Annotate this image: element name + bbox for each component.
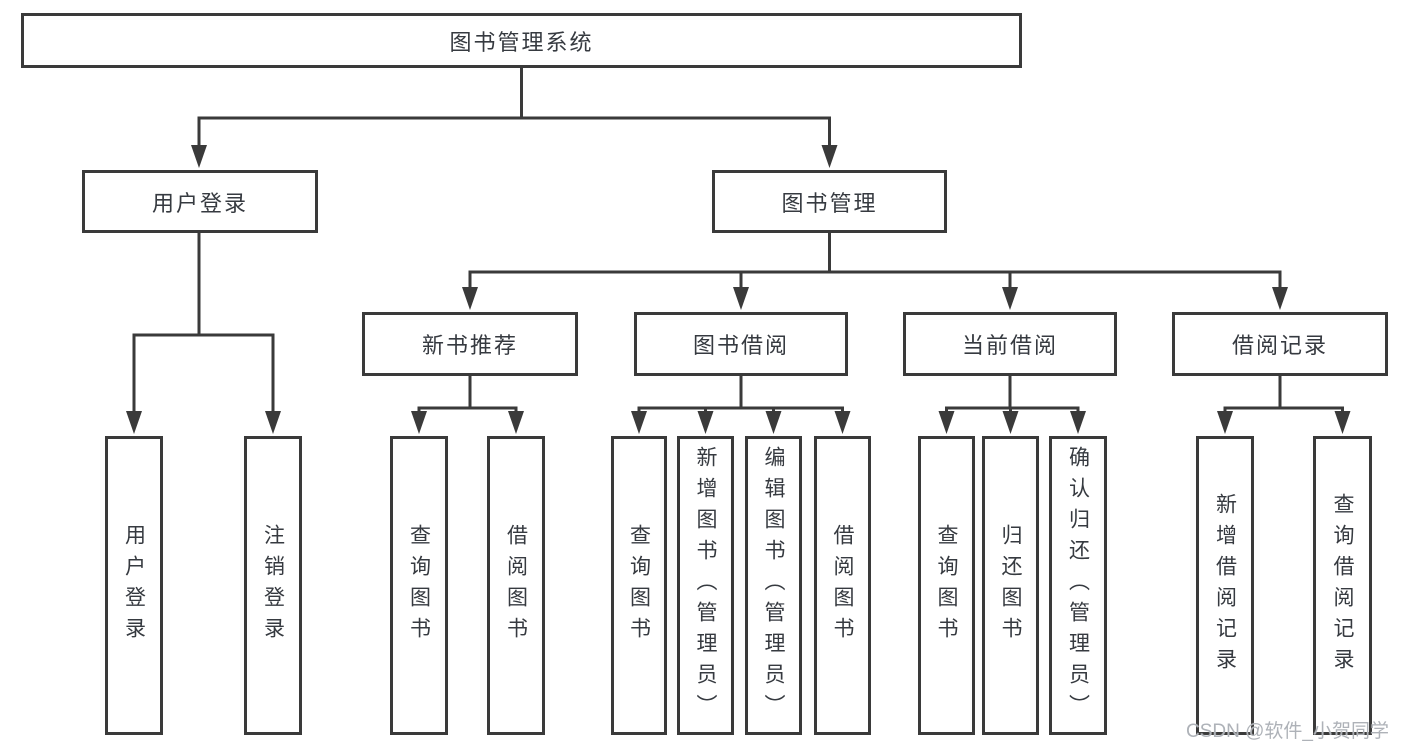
leaf-query-books-borrow: 查询图书 <box>611 436 667 735</box>
leaf-edit-book-admin-label: 编辑图书（管理员） <box>762 446 785 725</box>
leaf-add-book-admin: 新增图书（管理员） <box>677 436 734 735</box>
leaf-query-books-current-label: 查询图书 <box>935 523 958 648</box>
node-new-book-recommend: 新书推荐 <box>362 312 578 376</box>
node-book-borrow: 图书借阅 <box>634 312 848 376</box>
leaf-add-borrow-record-label: 新增借阅记录 <box>1213 492 1237 679</box>
leaf-user-login-label: 用户登录 <box>122 523 146 648</box>
watermark: CSDN @软件_小贺同学 <box>1186 721 1389 742</box>
node-borrow-records: 借阅记录 <box>1172 312 1388 376</box>
leaf-return-book-label: 归还图书 <box>999 523 1022 648</box>
leaf-confirm-return-admin-label: 确认归还（管理员） <box>1066 446 1090 725</box>
leaf-query-books-current: 查询图书 <box>918 436 975 735</box>
node-user-login: 用户登录 <box>82 170 318 233</box>
leaf-logout-label: 注销登录 <box>261 523 285 648</box>
leaf-add-book-admin-label: 新增图书（管理员） <box>694 446 717 725</box>
leaf-borrow-books-borrow-label: 借阅图书 <box>831 523 854 648</box>
node-root: 图书管理系统 <box>21 13 1022 68</box>
leaf-return-book: 归还图书 <box>982 436 1039 735</box>
leaf-logout: 注销登录 <box>244 436 302 735</box>
leaf-add-borrow-record: 新增借阅记录 <box>1196 436 1254 735</box>
leaf-borrow-books-recommend-label: 借阅图书 <box>504 523 528 648</box>
leaf-query-borrow-record-label: 查询借阅记录 <box>1331 492 1354 679</box>
leaf-borrow-books-borrow: 借阅图书 <box>814 436 871 735</box>
leaf-edit-book-admin: 编辑图书（管理员） <box>745 436 802 735</box>
leaf-query-borrow-record: 查询借阅记录 <box>1313 436 1372 735</box>
leaf-user-login: 用户登录 <box>105 436 163 735</box>
leaf-query-books-recommend-label: 查询图书 <box>407 523 431 648</box>
node-book-management: 图书管理 <box>712 170 947 233</box>
leaf-confirm-return-admin: 确认归还（管理员） <box>1049 436 1107 735</box>
leaf-borrow-books-recommend: 借阅图书 <box>487 436 545 735</box>
node-current-borrow: 当前借阅 <box>903 312 1117 376</box>
leaf-query-books-borrow-label: 查询图书 <box>627 523 651 648</box>
leaf-query-books-recommend: 查询图书 <box>390 436 448 735</box>
